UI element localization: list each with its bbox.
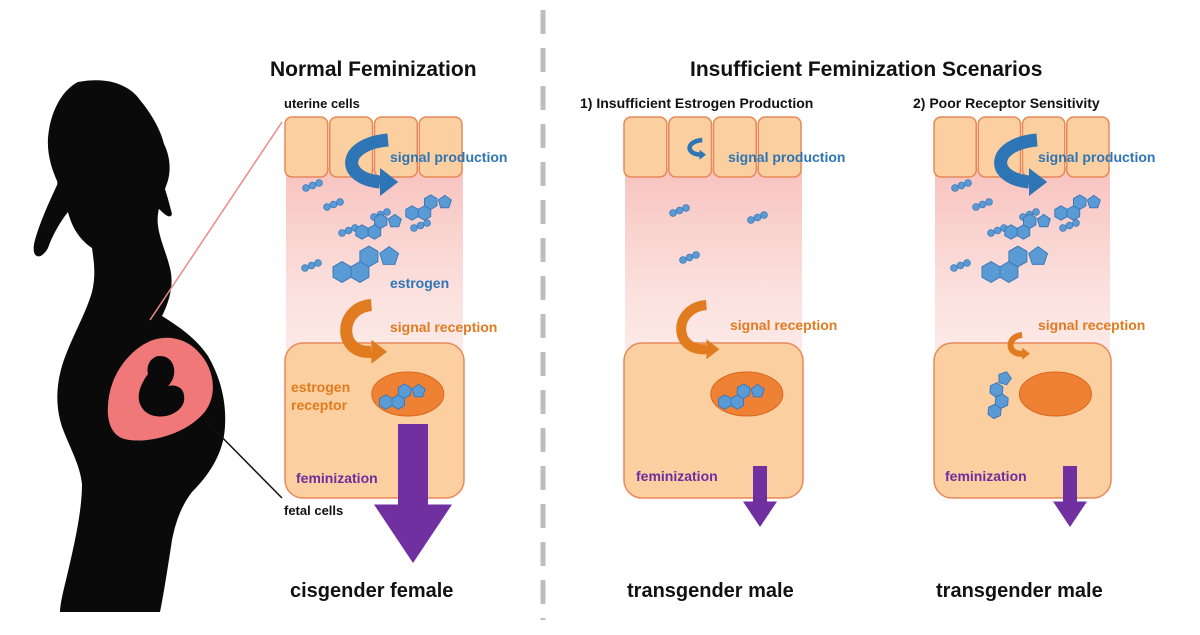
label-signal-reception: signal reception	[1038, 317, 1146, 333]
fetus-silhouette	[138, 356, 185, 417]
cell-panel	[623, 116, 804, 527]
title-insufficient-scenarios: Insufficient Feminization Scenarios	[690, 58, 1043, 81]
label-estrogen-receptor: receptor	[291, 397, 348, 413]
label-fetal-cells: fetal cells	[284, 503, 344, 518]
outcome-label: transgender male	[936, 580, 1103, 602]
cell-panel	[284, 116, 465, 563]
feminization-arrow	[1053, 466, 1087, 527]
estrogen-molecules	[301, 179, 452, 283]
uterine-cell	[712, 116, 757, 178]
label-feminization: feminization	[296, 470, 378, 486]
feminization-arrow	[743, 466, 777, 527]
uterine-connector-line	[149, 121, 283, 321]
label-signal-production: signal production	[1038, 149, 1156, 165]
outcome-label: cisgender female	[290, 580, 454, 602]
fetal-connector-line	[204, 419, 283, 499]
title-normal-feminization: Normal Feminization	[270, 58, 477, 81]
uterine-cell	[623, 116, 668, 178]
uterine-cell	[284, 116, 329, 178]
label-signal-production: signal production	[728, 149, 846, 165]
subtitle-insufficient-estrogen: 1) Insufficient Estrogen Production	[580, 95, 814, 111]
signal-production-arrow	[687, 137, 703, 157]
estrogen-molecules	[950, 179, 1101, 283]
subtitle-poor-receptor: 2) Poor Receptor Sensitivity	[913, 95, 1100, 111]
cell-panel	[933, 116, 1112, 527]
uterine-cell	[933, 116, 977, 178]
label-feminization: feminization	[945, 468, 1027, 484]
estrogen-molecules	[669, 204, 768, 264]
label-signal-production: signal production	[390, 149, 508, 165]
outcome-label: transgender male	[627, 580, 794, 602]
label-signal-reception: signal reception	[390, 319, 498, 335]
uterine-cell	[757, 116, 802, 178]
label-uterine-cells: uterine cells	[284, 96, 360, 111]
uterine-cell	[1066, 116, 1110, 178]
label-feminization: feminization	[636, 468, 718, 484]
unbound-estrogen	[987, 371, 1012, 420]
label-signal-reception: signal reception	[730, 317, 838, 333]
label-estrogen-receptor: estrogen	[291, 379, 351, 395]
pregnant-silhouette	[33, 80, 226, 613]
signal-production-arrow	[345, 133, 389, 189]
label-estrogen: estrogen	[390, 275, 450, 291]
signal-production-arrow	[994, 133, 1038, 189]
uterine-cell	[418, 116, 463, 178]
feminization-arrow	[374, 424, 452, 563]
receptor-nucleus	[1018, 371, 1092, 417]
